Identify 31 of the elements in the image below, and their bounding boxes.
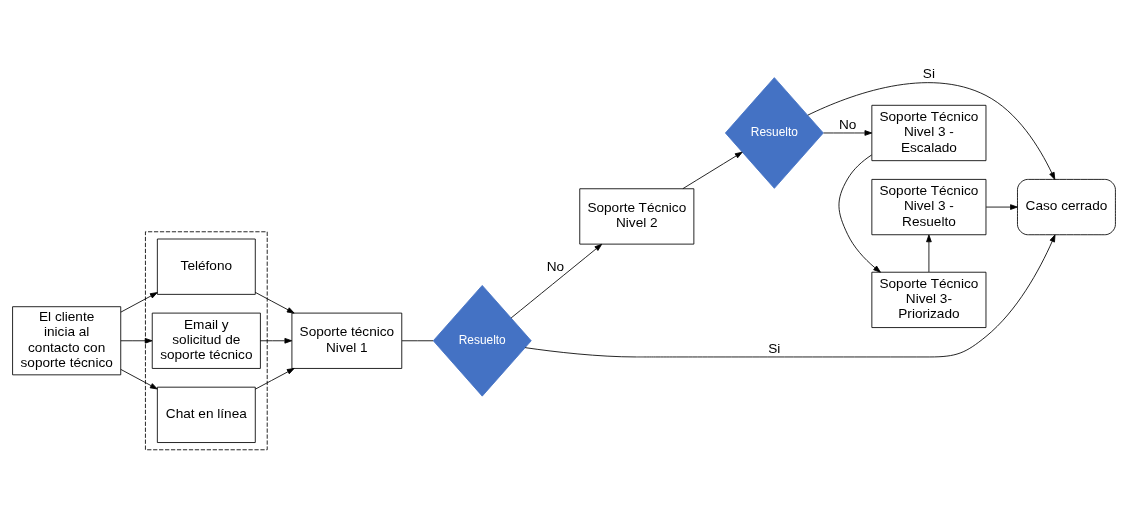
- node-box: Soporte Técnico Nivel 2: [579, 188, 695, 245]
- arrow: [524, 234, 1056, 358]
- arrow: [823, 130, 873, 136]
- arrow: [510, 243, 603, 319]
- arrow: [985, 204, 1018, 210]
- node-box: Caso cerrado: [1017, 178, 1116, 236]
- arrow: [838, 154, 881, 273]
- arrow: [120, 369, 158, 390]
- node-diamond: Resuelto: [724, 77, 824, 189]
- node-box: Teléfono: [156, 238, 256, 295]
- arrow: [254, 368, 295, 390]
- edge-label: No: [838, 116, 857, 132]
- node-box: Soporte técnico Nivel 1: [291, 312, 403, 369]
- edge-label: No: [546, 258, 565, 274]
- arrow: [260, 337, 293, 344]
- arrow: [926, 234, 932, 273]
- arrow: [120, 337, 153, 344]
- node-box: Soporte Técnico Nivel 3- Priorizado: [871, 271, 987, 328]
- edge-label: Si: [922, 66, 935, 82]
- node-box: Soporte Técnico Nivel 3 - Escalado: [871, 104, 987, 162]
- arrow: [120, 292, 158, 313]
- arrow: [807, 82, 1056, 180]
- node-box: Chat en línea: [156, 386, 256, 443]
- connector: [401, 340, 434, 342]
- arrow: [682, 151, 743, 190]
- node-box: Soporte Técnico Nivel 3 - Resuelto: [871, 178, 987, 236]
- edge-label: Si: [768, 340, 781, 356]
- node-box: Email y solicitud de soporte técnico: [151, 312, 261, 369]
- arrow: [254, 291, 295, 314]
- node-box: El cliente inicia al contacto con soporte técnico: [12, 306, 122, 376]
- node-diamond: Resuelto: [432, 285, 532, 397]
